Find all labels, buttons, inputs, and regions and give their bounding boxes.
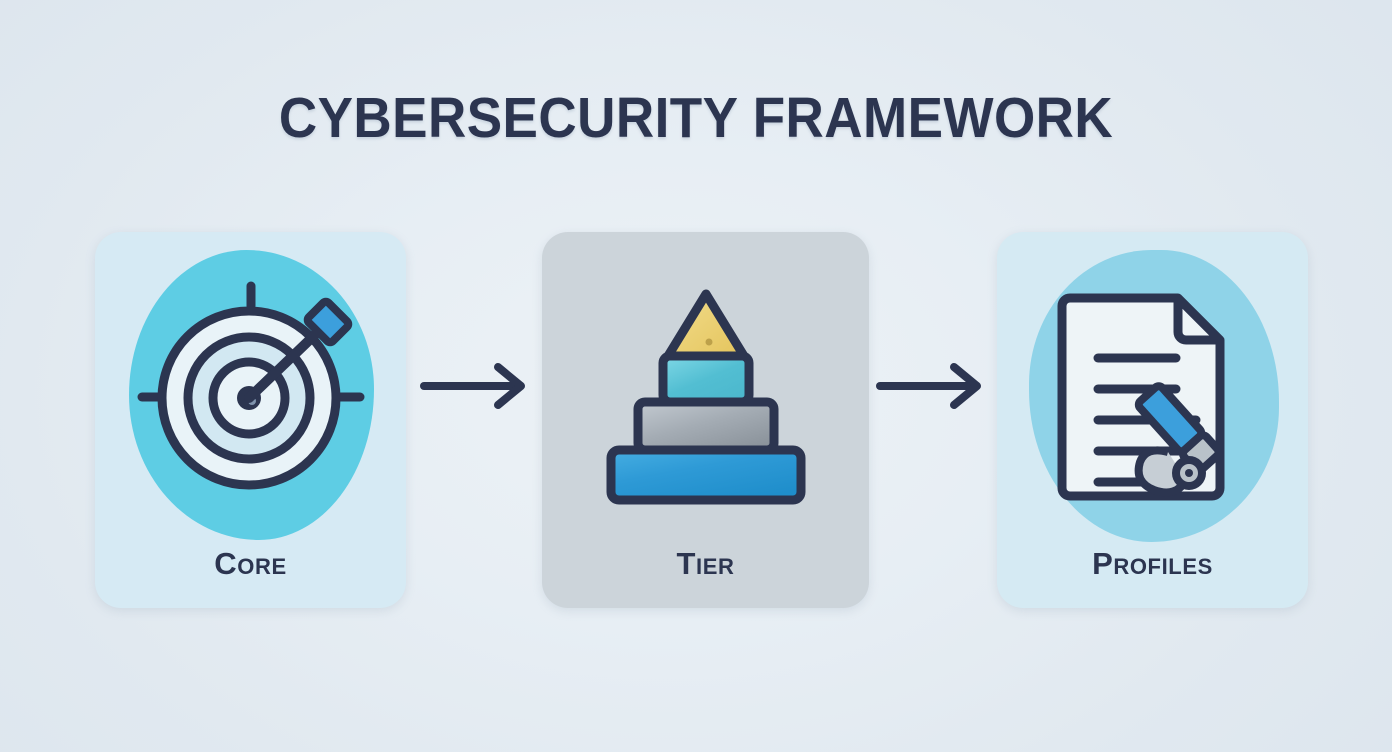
core-icon-wrap [95,260,406,530]
step-label-profiles: Profiles [1092,546,1213,581]
target-bullseye-arrow-icon [137,281,364,490]
step-card-core[interactable]: Core [95,232,406,608]
step-label-core: Core [214,546,287,581]
document-with-pen-icon [1057,293,1224,501]
arrow-right-icon [420,363,525,409]
profiles-icon-wrap [997,260,1308,530]
step-card-tier[interactable]: Tier [542,232,869,608]
page-title: CYBERSECURITY FRAMEWORK [278,86,1114,150]
step-card-profiles[interactable]: Profiles [997,232,1308,608]
arrow-right-icon [876,363,981,409]
layered-pyramid-icon [606,289,805,505]
tier-icon-wrap [542,260,869,530]
step-label-tier: Tier [676,546,735,581]
